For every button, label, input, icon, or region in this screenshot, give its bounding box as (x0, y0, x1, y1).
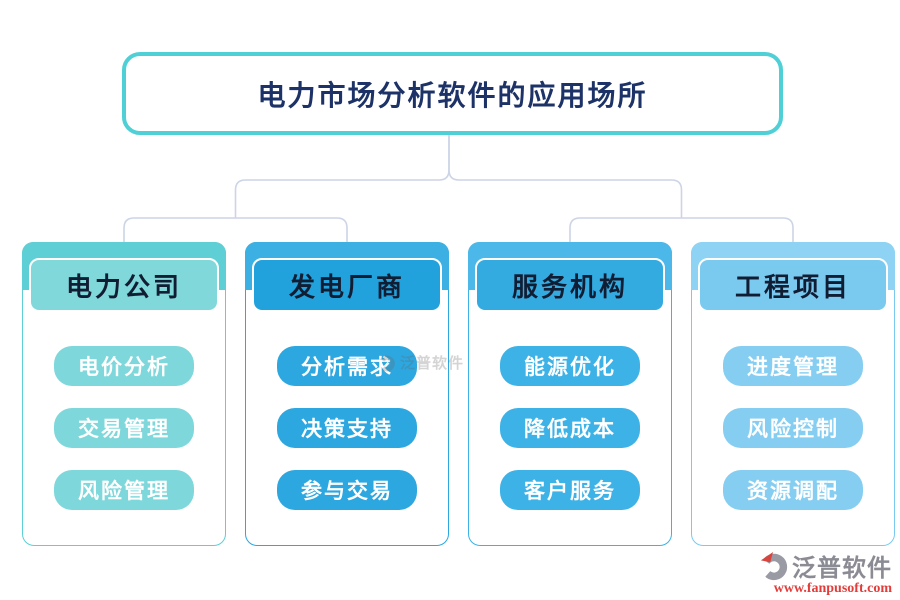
column-power-company: 电力公司 电价分析 交易管理 风险管理 (22, 242, 226, 546)
pill-item: 交易管理 (54, 408, 194, 448)
fanpu-logo-icon (760, 551, 788, 580)
pill-item: 电价分析 (54, 346, 194, 386)
column-header: 发电厂商 (252, 258, 442, 312)
pill-item: 客户服务 (500, 470, 640, 510)
branding-watermark: 泛普软件 www.fanpusoft.com (722, 548, 892, 597)
column-service-orgs: 服务机构 能源优化 降低成本 客户服务 (468, 242, 672, 546)
column-projects: 工程项目 进度管理 风险控制 资源调配 (691, 242, 895, 546)
pill-item: 分析需求 (277, 346, 417, 386)
column-header: 工程项目 (698, 258, 888, 312)
column-header: 服务机构 (475, 258, 665, 312)
pill-item: 参与交易 (277, 470, 417, 510)
pill-item: 决策支持 (277, 408, 417, 448)
pill-item: 降低成本 (500, 408, 640, 448)
connector-paths (123, 131, 794, 242)
pill-item: 风险控制 (723, 408, 863, 448)
pill-item: 能源优化 (500, 346, 640, 386)
brand-name: 泛普软件 (792, 556, 892, 582)
pill-item: 进度管理 (723, 346, 863, 386)
column-generators: 发电厂商 分析需求 决策支持 参与交易 (245, 242, 449, 546)
column-header: 电力公司 (29, 258, 219, 312)
pill-item: 资源调配 (723, 470, 863, 510)
page-title: 电力市场分析软件的应用场所 (257, 80, 648, 112)
brand-url: www.fanpusoft.com (773, 581, 892, 596)
title-box: 电力市场分析软件的应用场所 (122, 52, 783, 135)
pill-item: 风险管理 (54, 470, 194, 510)
